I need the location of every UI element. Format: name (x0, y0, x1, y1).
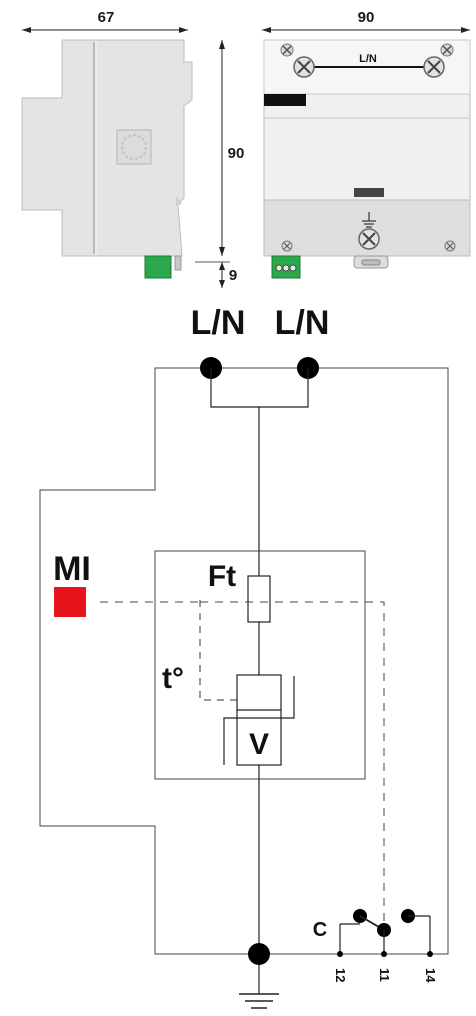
side-terminal-block (144, 255, 172, 279)
thermal-label: t° (162, 662, 184, 695)
front-width-label: 90 (358, 9, 375, 26)
enclosure-outline (39, 367, 449, 955)
schematic: L/N L/N Ft t° V MI C (39, 304, 449, 1009)
front-terminal-screws: L/N (293, 53, 445, 78)
terminal-label-right: L/N (275, 304, 330, 342)
fuse-label: Ft (208, 560, 236, 593)
varistor-label: V (249, 728, 269, 761)
dimension-side-width: 67 (22, 9, 188, 33)
dimension-height: 90 9 (195, 40, 244, 288)
din-clip (353, 255, 389, 269)
terminal-label-left: L/N (191, 304, 246, 342)
contact-pin-11: 11 (377, 968, 392, 982)
height-label: 90 (228, 145, 245, 162)
earth-ground-icon (239, 965, 279, 1009)
mi-indicator (54, 587, 86, 617)
screw-icon (280, 43, 294, 57)
screw-icon (444, 240, 456, 252)
front-terminal-block (271, 255, 301, 279)
dimension-front-width: 90 (262, 9, 470, 33)
varistor (236, 674, 282, 766)
side-width-label: 67 (98, 9, 115, 26)
rating-knob-icon (116, 129, 152, 165)
front-label-strip (264, 94, 306, 106)
front-view: L/N (263, 39, 471, 279)
earth-terminal-dot (248, 943, 270, 965)
contact-label: C (313, 919, 327, 941)
front-top-label: L/N (359, 53, 377, 65)
screw-icon (440, 43, 454, 57)
side-view (21, 39, 193, 279)
ground-screw-icon (358, 228, 380, 250)
status-window (354, 188, 384, 197)
mi-label: MI (53, 550, 91, 588)
protection-module-box (154, 550, 366, 780)
terminal-height-label: 9 (229, 267, 237, 284)
thermal-fuse (247, 575, 271, 623)
contact-pin-14: 14 (423, 968, 438, 983)
contact-pin-12: 12 (333, 968, 348, 982)
screw-icon (281, 240, 293, 252)
changeover-contact (339, 909, 431, 954)
ground-symbol-icon (362, 212, 376, 228)
